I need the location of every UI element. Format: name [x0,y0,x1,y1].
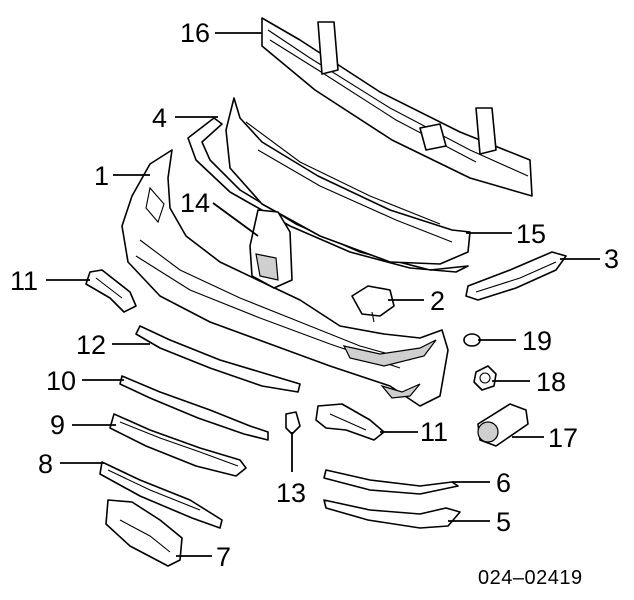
diagram-code: 024–02419 [478,567,583,589]
part-11-bracket-center [315,403,385,441]
part-13-clip [285,411,301,435]
part-7-license-plate-base [105,499,183,567]
leader-lines [46,32,600,557]
callout-labels: 16 4 1 14 15 3 11 2 12 19 10 18 9 11 17 … [10,18,619,589]
callout-11-center: 11 [420,417,448,447]
part-18-grommet [473,365,497,391]
callout-17: 17 [548,423,578,453]
part-19-plug [463,333,481,347]
callout-5: 5 [496,507,511,537]
part-12-grille-strip [135,325,301,393]
callout-14: 14 [180,188,210,218]
callout-15: 15 [516,219,546,249]
callout-4: 4 [152,103,167,133]
part-16-bumper-carrier [261,17,533,197]
callout-7: 7 [216,542,231,572]
callout-18: 18 [536,367,566,397]
part-8-lower-grille [99,461,223,529]
part-6-trim-moulding [323,469,459,495]
callout-2: 2 [430,286,445,316]
part-14-bracket [249,209,293,289]
callout-10: 10 [46,366,76,396]
callout-6: 6 [496,468,511,498]
callout-8: 8 [38,449,53,479]
callout-9: 9 [50,410,65,440]
part-9-grille [109,413,247,477]
callout-11-left: 11 [10,266,38,296]
part-5-lower-trim-moulding [323,499,461,529]
part-15-upper-cover [225,97,471,265]
part-17-parking-sensor [477,403,529,447]
callout-3: 3 [604,244,619,274]
callout-19: 19 [522,326,552,356]
callout-13: 13 [276,478,306,508]
callout-1: 1 [94,161,109,191]
part-10-trim-strip [119,375,269,441]
part-2-tow-hook-cover [351,285,395,323]
callout-16: 16 [180,18,210,48]
part-4-upper-trim-strip [187,117,469,273]
part-3-side-bracket [465,251,567,301]
part-1-bumper-cover [121,149,449,407]
part-11-bracket-left [85,269,137,313]
callout-12: 12 [76,330,106,360]
